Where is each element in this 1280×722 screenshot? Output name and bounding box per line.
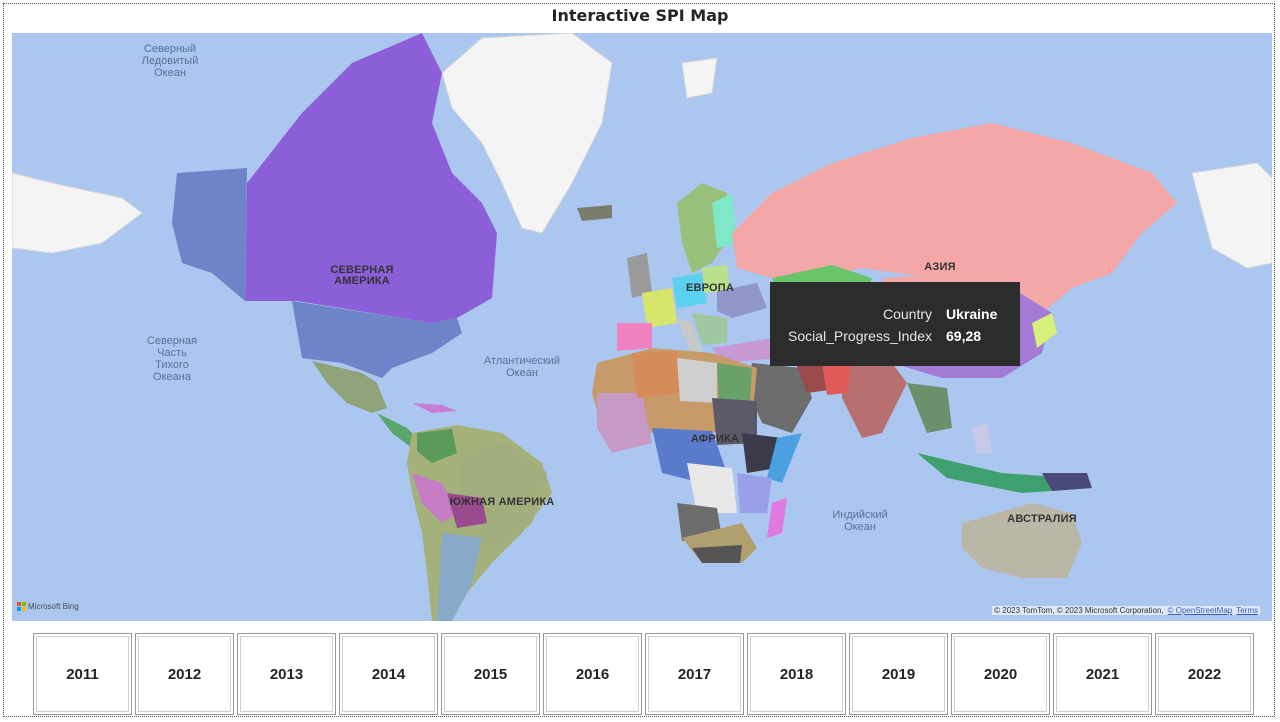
pacific-ocean-label: Северная Часть Тихого Океана <box>146 335 198 383</box>
turkey <box>712 338 782 363</box>
arctic-ocean-label: Северный Ледовитый Океан <box>141 43 199 79</box>
poland <box>702 265 730 293</box>
france <box>642 288 677 328</box>
year-button-2015[interactable]: 2015 <box>441 633 540 715</box>
italy <box>677 318 702 355</box>
balkans <box>692 313 727 345</box>
europe-label: ЕВРОПА <box>685 282 735 294</box>
year-button-2018[interactable]: 2018 <box>747 633 846 715</box>
papua <box>1042 473 1092 491</box>
philippines <box>972 423 992 453</box>
year-button-2013[interactable]: 2013 <box>237 633 336 715</box>
spi-map[interactable]: Северный Ледовитый Океан Северная Часть … <box>12 33 1272 621</box>
year-button-2017[interactable]: 2017 <box>645 633 744 715</box>
canada <box>245 33 497 323</box>
bing-logo-text: Microsoft Bing <box>28 602 79 611</box>
argentina <box>437 533 482 621</box>
pakistan <box>822 358 852 395</box>
russia <box>732 123 1177 313</box>
alaska <box>172 168 247 301</box>
map-tooltip: Country Ukraine Social_Progress_Index 69… <box>770 282 1020 366</box>
indian-ocean-label: Индийский Океан <box>832 509 888 533</box>
japan <box>1032 313 1057 348</box>
copyright-text: © 2023 TomTom, © 2023 Microsoft Corporat… <box>994 606 1164 615</box>
atlantic-ocean-label: Атлантический Океан <box>483 355 561 379</box>
germany <box>672 273 707 308</box>
somalia <box>767 433 802 483</box>
spain <box>617 323 652 351</box>
year-button-2020[interactable]: 2020 <box>951 633 1050 715</box>
microsoft-logo-icon <box>17 602 26 611</box>
indochina <box>907 383 952 433</box>
iceland <box>577 205 612 221</box>
year-button-2021[interactable]: 2021 <box>1053 633 1152 715</box>
central-america <box>377 413 422 448</box>
egypt <box>717 363 752 403</box>
colombia <box>417 429 457 463</box>
sudan <box>712 398 757 445</box>
south-africa <box>692 545 742 563</box>
svalbard <box>681 57 718 99</box>
algeria <box>632 351 682 398</box>
map-canvas <box>12 33 1272 621</box>
map-copyright: © 2023 TomTom, © 2023 Microsoft Corporat… <box>992 606 1260 615</box>
finland <box>712 193 737 248</box>
tooltip-country-value: Ukraine <box>946 306 998 322</box>
openstreetmap-link[interactable]: © OpenStreetMap <box>1167 606 1233 615</box>
libya <box>677 358 717 403</box>
asia-label: АЗИЯ <box>924 261 956 273</box>
bing-logo: Microsoft Bing <box>17 602 79 611</box>
year-button-2022[interactable]: 2022 <box>1155 633 1254 715</box>
australia <box>962 503 1082 578</box>
mexico <box>312 361 387 413</box>
year-button-2012[interactable]: 2012 <box>135 633 234 715</box>
peru <box>412 473 457 523</box>
australia-label: АВСТРАЛИЯ <box>1007 513 1077 525</box>
congo <box>687 463 737 513</box>
tanzania <box>737 473 772 513</box>
africa-label: АФРИКА <box>690 433 740 445</box>
tooltip-index-value: 69,28 <box>946 328 982 344</box>
terms-link[interactable]: Terms <box>1236 606 1258 615</box>
middle-east <box>747 363 812 433</box>
usa <box>292 301 462 378</box>
year-button-2011[interactable]: 2011 <box>33 633 132 715</box>
madagascar <box>767 498 787 538</box>
tooltip-country-key: Country <box>882 306 932 322</box>
chukotka-west <box>12 172 143 254</box>
caribbean <box>412 403 457 413</box>
visual-frame <box>3 3 1275 717</box>
page-title: Interactive SPI Map <box>551 6 729 25</box>
north-america-label: СЕВЕРНАЯ АМЕРИКА <box>330 264 394 287</box>
bolivia <box>447 493 487 528</box>
ukraine <box>717 283 767 318</box>
africa-west <box>597 393 652 453</box>
india <box>842 363 907 438</box>
south-america-label: ЮЖНАЯ АМЕРИКА <box>449 496 555 508</box>
year-slicer: 2011 2012 2013 2014 2015 2016 2017 2018 … <box>33 633 1255 715</box>
alaska-east <box>1191 162 1272 269</box>
brazil <box>457 443 547 553</box>
greenland <box>441 33 613 234</box>
year-button-2019[interactable]: 2019 <box>849 633 948 715</box>
year-button-2014[interactable]: 2014 <box>339 633 438 715</box>
uk <box>627 253 652 298</box>
year-button-2016[interactable]: 2016 <box>543 633 642 715</box>
tooltip-index-key: Social_Progress_Index <box>788 328 932 344</box>
